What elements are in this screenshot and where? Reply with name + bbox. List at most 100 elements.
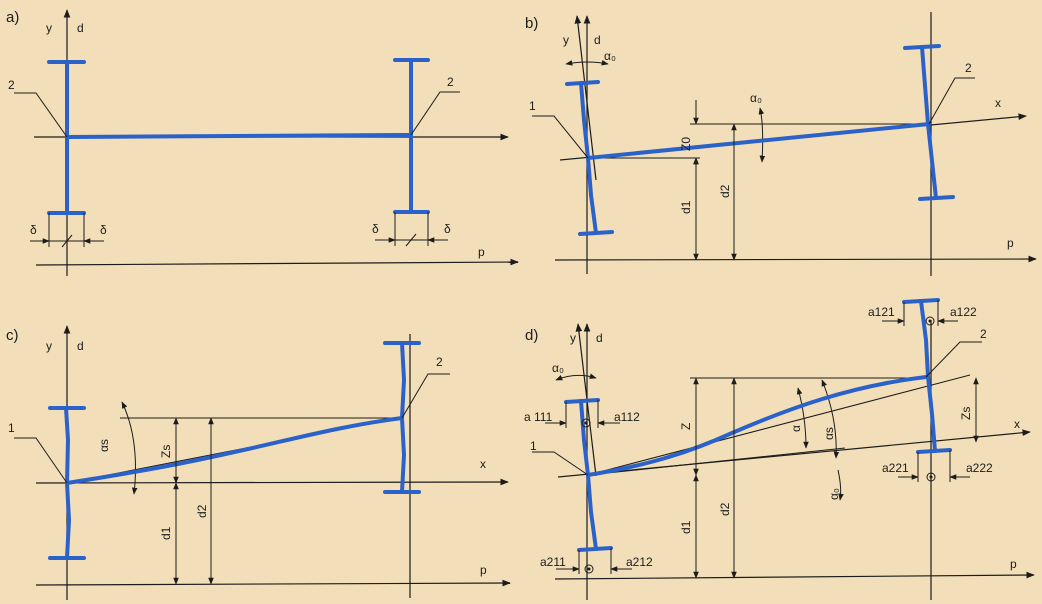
delta-label-right-a: δ (372, 222, 379, 236)
d2-label: d2 (718, 184, 732, 198)
d2-label: d2 (718, 502, 732, 516)
p-axis (554, 255, 1037, 263)
point-2-label: 2 (436, 355, 443, 369)
p-axis (35, 579, 511, 587)
y-axis-label: y (570, 331, 576, 345)
panel-b-label: b) (525, 15, 538, 32)
point-2-label: 2 (965, 61, 972, 75)
point-1-label: 1 (8, 421, 15, 435)
point-2-label: 2 (980, 327, 987, 341)
alpha-s-label: αs (822, 427, 836, 440)
reference-target-4 (926, 472, 936, 482)
a211-label: a211 (540, 555, 566, 569)
point-2-left-label: 2 (8, 78, 15, 92)
p-axis-label: p (478, 245, 485, 259)
panel-c: c) y d x p αs 1 2 Zs d1 (6, 325, 511, 600)
right-post-top-flange (903, 44, 941, 50)
alpha0-arc-bottom (837, 469, 844, 501)
deflected-beam (65, 416, 404, 485)
connecting-beam (65, 133, 413, 139)
alpha-arc (796, 387, 809, 449)
panel-b: b) y d p x α₀ α₀ 1 2 (525, 12, 1037, 276)
left-post-bottom-flange (578, 230, 614, 236)
panel-d: d) y d x p α₀ α αs α₀ (524, 298, 1035, 600)
reference-target-3-dot (587, 567, 591, 571)
panel-a: a) y d p 2 2 δ δ (6, 9, 519, 276)
y-axis-tilted (574, 15, 597, 181)
p-axis-label: p (1010, 557, 1017, 571)
leader-2 (401, 373, 450, 419)
p-axis-label: p (1007, 236, 1014, 250)
z0-label: Z0 (679, 137, 693, 151)
delta-label-left-a: δ (30, 223, 37, 237)
alpha0-label-top: α₀ (604, 49, 616, 63)
alpha0-label-top: α₀ (552, 361, 564, 375)
alpha-s-arc (121, 401, 138, 495)
a221-label: a221 (882, 461, 909, 475)
y-axis-label: y (46, 339, 52, 353)
d-axis-label: d (596, 331, 603, 345)
panel-d-label: d) (525, 327, 538, 344)
connecting-beam (586, 122, 931, 160)
a121-label: a121 (868, 305, 895, 319)
reference-target-1 (581, 418, 591, 428)
left-post-bottom-flange (577, 546, 613, 552)
chord-line (587, 374, 971, 476)
d1-label: d1 (679, 200, 693, 214)
point-2-right-label: 2 (447, 75, 454, 89)
x-axis (35, 478, 509, 486)
z-label: Z (679, 423, 693, 430)
leader-2-right (410, 91, 460, 136)
leader-1 (14, 437, 68, 484)
leader-2 (925, 341, 982, 378)
left-post-top-flange (565, 80, 600, 86)
delta-label-right-b: δ (444, 222, 451, 236)
d1-label: d1 (679, 520, 693, 534)
reference-target-2-dot (928, 319, 932, 323)
a122-label: a122 (950, 305, 977, 319)
alpha-label: α (789, 425, 803, 432)
d2-label: d2 (195, 504, 209, 518)
reference-target-1-dot (584, 421, 588, 425)
d-axis-label: d (594, 33, 601, 47)
p-axis (35, 258, 519, 266)
reference-target-3 (584, 564, 594, 574)
reference-target-2 (925, 316, 935, 326)
reference-target-4-dot (929, 475, 933, 479)
leader-2-left (14, 92, 68, 138)
x-axis-label: x (1014, 417, 1020, 431)
x-axis-label: x (995, 96, 1001, 110)
panel-a-label: a) (6, 9, 19, 26)
alpha0-label-bottom: α₀ (827, 488, 841, 500)
a212-label: a212 (626, 555, 653, 569)
d1-label: d1 (159, 526, 173, 540)
point-1-label: 1 (529, 99, 536, 113)
right-post-bottom-flange (918, 195, 955, 201)
right-post-top-flange (902, 298, 940, 304)
alpha0-label-right: α₀ (750, 91, 762, 105)
d-axis-label: d (77, 21, 84, 35)
alpha0-arc-top (565, 60, 609, 66)
panel-c-label: c) (6, 327, 19, 344)
deflected-beam (586, 375, 928, 477)
alpha-s-label: αs (97, 439, 111, 452)
alpha-s-arc (821, 379, 840, 459)
point-1-label: 1 (530, 439, 537, 453)
delta-tick-right (405, 233, 417, 247)
zs-label: Zs (959, 407, 973, 420)
p-axis-label: p (480, 563, 487, 577)
delta-tick-left (61, 234, 73, 248)
ref-line-alpha (587, 447, 846, 476)
y-axis-label: y (46, 21, 52, 35)
leader-2 (928, 77, 975, 125)
delta-label-left-b: δ (100, 223, 107, 237)
a112-label: a112 (614, 410, 640, 424)
a222-label: a222 (966, 461, 993, 475)
p-axis (554, 571, 1035, 580)
leader-1 (532, 115, 589, 159)
leader-1 (532, 451, 589, 476)
d-axis-label: d (77, 339, 84, 353)
x-axis-label: x (480, 457, 486, 471)
